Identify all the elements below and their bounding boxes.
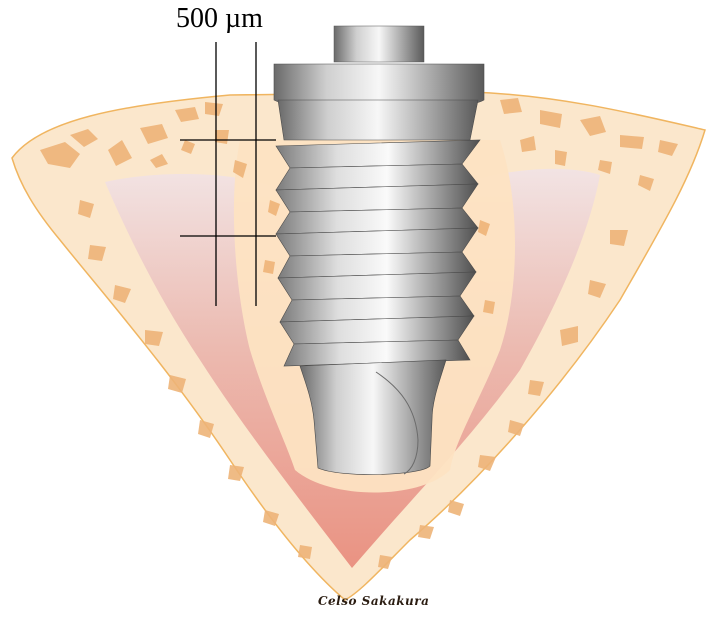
implant-apex [300,360,446,475]
implant-threads [276,140,480,366]
implant-connection [334,26,424,62]
scale-label: 500 µm [176,4,263,35]
author-signature: Celso Sakakura [318,594,429,608]
